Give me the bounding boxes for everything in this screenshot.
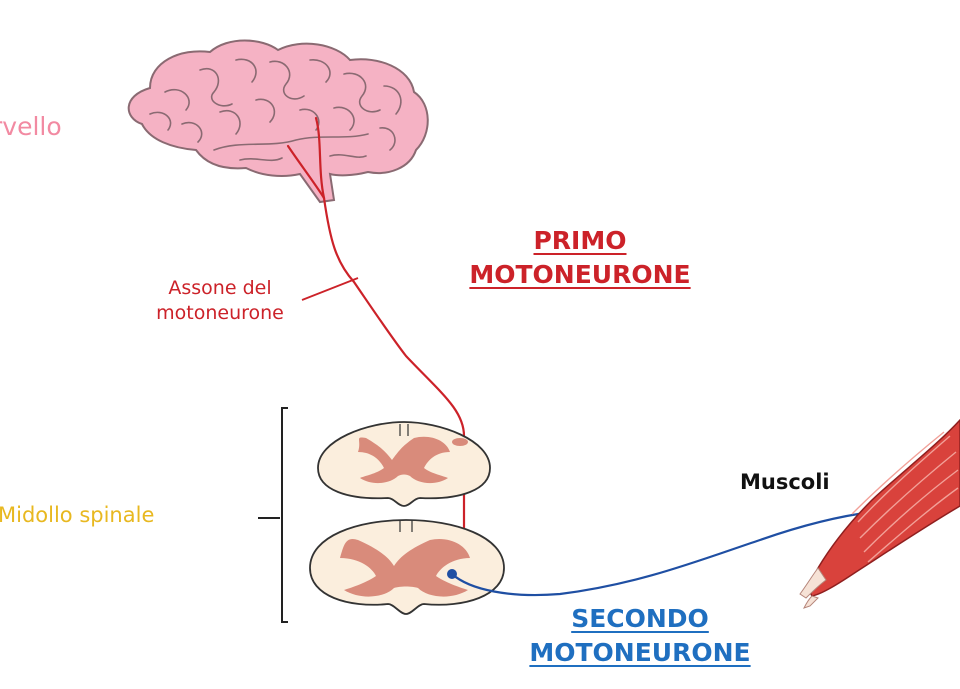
midollo-bracket: [281, 407, 288, 623]
primo-motoneurone-label: PRIMO MOTONEURONE: [420, 224, 740, 292]
muscle-icon: [799, 418, 960, 609]
brain-icon: [127, 39, 429, 204]
assone-label: Assone del motoneurone: [110, 276, 330, 326]
primo-label-line1: PRIMO: [533, 226, 627, 255]
spinal-cord-section-icon: [309, 519, 505, 615]
secondo-motoneurone-label: SECONDO MOTONEURONE: [480, 602, 800, 670]
assone-label-line1: Assone del: [168, 277, 272, 299]
assone-label-line2: motoneurone: [156, 302, 284, 324]
muscoli-label: Muscoli: [740, 470, 830, 494]
secondo-label-line2: MOTONEURONE: [529, 638, 751, 667]
secondo-label-line1: SECONDO: [571, 604, 709, 633]
assone-pointer-line: [301, 277, 359, 301]
spinal-cord-section-icon: [317, 421, 491, 507]
midollo-spinale-label: Midollo spinale: [0, 503, 155, 527]
cervello-label: rvello: [0, 112, 62, 141]
primo-label-line2: MOTONEURONE: [469, 260, 691, 289]
